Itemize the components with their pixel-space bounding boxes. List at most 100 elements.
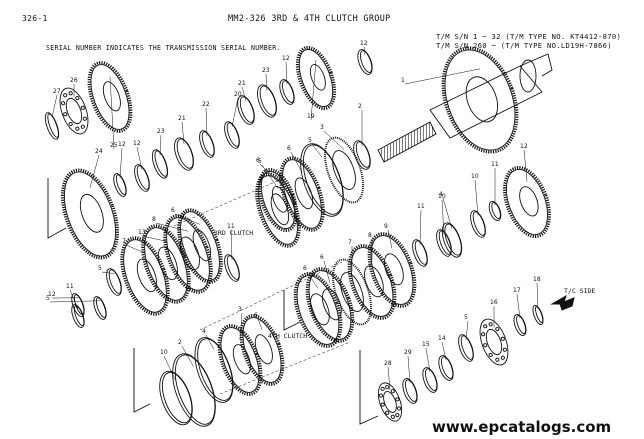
part-callout: 26 xyxy=(70,77,78,84)
part-ring-39 xyxy=(93,296,107,320)
leader-line xyxy=(536,282,539,310)
part-callout: 21 xyxy=(178,115,186,122)
part-callout: 12 xyxy=(360,40,368,47)
leader-line xyxy=(241,86,247,102)
part-callout: 23 xyxy=(157,128,165,135)
leader-line xyxy=(109,76,115,150)
part-ring-22 xyxy=(470,210,486,238)
part-ring-0 xyxy=(44,112,60,140)
part-callout: 6 xyxy=(171,207,175,214)
part-callout: 17 xyxy=(513,287,521,294)
third-clutch-label: 3RD CLUTCH xyxy=(214,229,253,237)
part-callout: 5 xyxy=(464,314,468,321)
part-ring-48 xyxy=(513,314,527,336)
part-gear-2 xyxy=(87,61,133,133)
part-callout: 15 xyxy=(422,341,430,348)
part-callout: 19 xyxy=(307,113,315,120)
leader-line xyxy=(119,147,123,178)
leader-line xyxy=(89,154,100,188)
part-callout: 1 xyxy=(401,77,405,84)
part-gear-16 xyxy=(441,46,519,154)
part-callout: 2 xyxy=(178,339,182,346)
part-callout: 5 xyxy=(258,158,262,165)
part-ring-30 xyxy=(106,268,122,296)
part-ring-5 xyxy=(113,173,127,197)
part-callout: 11 xyxy=(66,283,74,290)
part-callout: 20 xyxy=(234,91,242,98)
part-bearing-47 xyxy=(479,318,509,366)
part-ring-51 xyxy=(402,378,418,404)
leader-line xyxy=(441,341,447,361)
part-callout: 23 xyxy=(262,67,270,74)
leader-line xyxy=(310,59,317,121)
part-ring-46 xyxy=(458,334,474,362)
part-gear-34 xyxy=(367,232,417,308)
part-callout: 12 xyxy=(282,55,290,62)
bracket xyxy=(359,350,379,425)
part-callout: 16 xyxy=(490,299,498,306)
serial-range-2: T/M S/N 260 ~ (T/M TYPE NO.LD19H-7866) xyxy=(436,41,612,50)
serial-note: SERIAL NUMBER INDICATES THE TRANSMISSION… xyxy=(46,44,281,52)
leader-line xyxy=(205,107,208,136)
part-callout: 4 xyxy=(202,328,206,335)
part-gear-38 xyxy=(293,272,343,348)
part-callout: 9 xyxy=(384,223,388,230)
part-gear-13 xyxy=(295,45,337,111)
part-gear-28 xyxy=(177,208,223,284)
part-ring-21 xyxy=(441,222,463,258)
part-ring-15 xyxy=(353,140,371,170)
part-callout: 11 xyxy=(417,203,425,210)
leader-line xyxy=(163,355,177,382)
part-callout: 18 xyxy=(533,276,541,283)
part-gear-37 xyxy=(305,267,355,343)
page-number: 326-1 xyxy=(22,14,48,23)
part-callout: 11 xyxy=(491,161,499,168)
part-callout: 27 xyxy=(53,88,61,95)
part-ring-33 xyxy=(436,229,452,257)
part-callout: 21 xyxy=(238,80,246,87)
part-callout: 12 xyxy=(48,291,56,298)
part-callout: 5 xyxy=(46,295,50,302)
leader-line xyxy=(323,130,345,150)
part-ring-4 xyxy=(134,164,150,192)
part-callout: 6 xyxy=(320,254,324,261)
part-callout: 22 xyxy=(202,101,210,108)
part-gear-3 xyxy=(61,168,119,260)
leader-line xyxy=(387,366,391,391)
leader-line xyxy=(290,151,303,173)
leader-line xyxy=(442,197,453,230)
part-ring-14 xyxy=(357,49,373,75)
leader-line xyxy=(285,61,288,85)
part-callout: 4 xyxy=(439,191,443,198)
leader-line xyxy=(404,68,481,85)
part-ring-41 xyxy=(159,370,193,426)
part-callout: 14 xyxy=(438,335,446,342)
part-callout: 5 xyxy=(98,265,102,272)
part-ring-11 xyxy=(257,84,277,118)
leader-line xyxy=(136,146,143,170)
leader-line xyxy=(181,345,195,368)
leader-line xyxy=(231,97,239,127)
part-callout: 12 xyxy=(520,143,528,150)
diagram-title: MM2-326 3RD & 4TH CLUTCH GROUP xyxy=(228,14,391,24)
main-shaft xyxy=(377,53,553,163)
part-callout: 10 xyxy=(160,349,168,356)
part-callout: 8 xyxy=(152,216,156,223)
leader-line xyxy=(181,121,185,144)
leader-line xyxy=(101,271,115,274)
leader-line xyxy=(51,94,58,118)
leader-line xyxy=(239,312,243,340)
part-gear-24 xyxy=(503,165,551,239)
part-ring-54 xyxy=(71,293,85,317)
part-ring-7 xyxy=(174,137,194,171)
bracket xyxy=(47,178,67,239)
part-callout: 28 xyxy=(384,360,392,367)
part-ring-49 xyxy=(532,305,544,325)
part-callout: 12 xyxy=(133,140,141,147)
part-ring-10 xyxy=(237,95,255,125)
part-ring-8 xyxy=(199,130,215,158)
watermark-tail: · · · xyxy=(578,422,600,430)
leader-line xyxy=(465,320,469,340)
part-callout: 5 xyxy=(308,137,312,144)
part-callout: 10 xyxy=(438,193,446,200)
